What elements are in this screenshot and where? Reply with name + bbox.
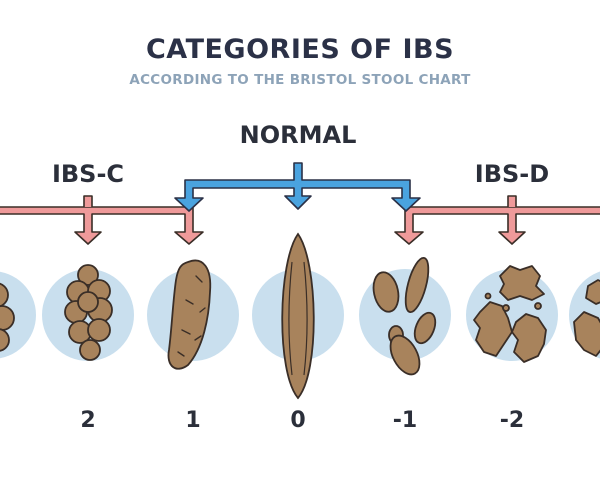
stool-partial-left-icon bbox=[0, 282, 15, 352]
circle-2 bbox=[42, 269, 134, 361]
stool-mushy-icon bbox=[473, 265, 547, 363]
scale-label-minus-2: -2 bbox=[499, 408, 525, 433]
ibs-d-bracket-arrow bbox=[394, 195, 600, 245]
ibs-d-label: IBS-D bbox=[474, 160, 550, 188]
scale-label-0: 0 bbox=[290, 408, 306, 433]
stool-soft-blobs-icon bbox=[372, 256, 437, 376]
stool-smooth-icon bbox=[281, 232, 315, 400]
stool-lumpy-icon bbox=[64, 264, 113, 361]
page-subtitle: ACCORDING TO THE BRISTOL STOOL CHART bbox=[129, 72, 471, 88]
stool-cracked-icon bbox=[167, 259, 212, 370]
ibs-c-bracket-arrow bbox=[0, 195, 204, 245]
ibs-c-label: IBS-C bbox=[51, 160, 125, 188]
scale-label-minus-1: -1 bbox=[392, 408, 418, 433]
scale-label-2: 2 bbox=[80, 408, 96, 433]
normal-label: NORMAL bbox=[239, 121, 357, 149]
stool-partial-right-icon bbox=[573, 279, 600, 357]
page-title: CATEGORIES OF IBS bbox=[145, 34, 455, 65]
scale-label-1: 1 bbox=[185, 408, 201, 433]
normal-bracket-arrow bbox=[174, 162, 421, 212]
